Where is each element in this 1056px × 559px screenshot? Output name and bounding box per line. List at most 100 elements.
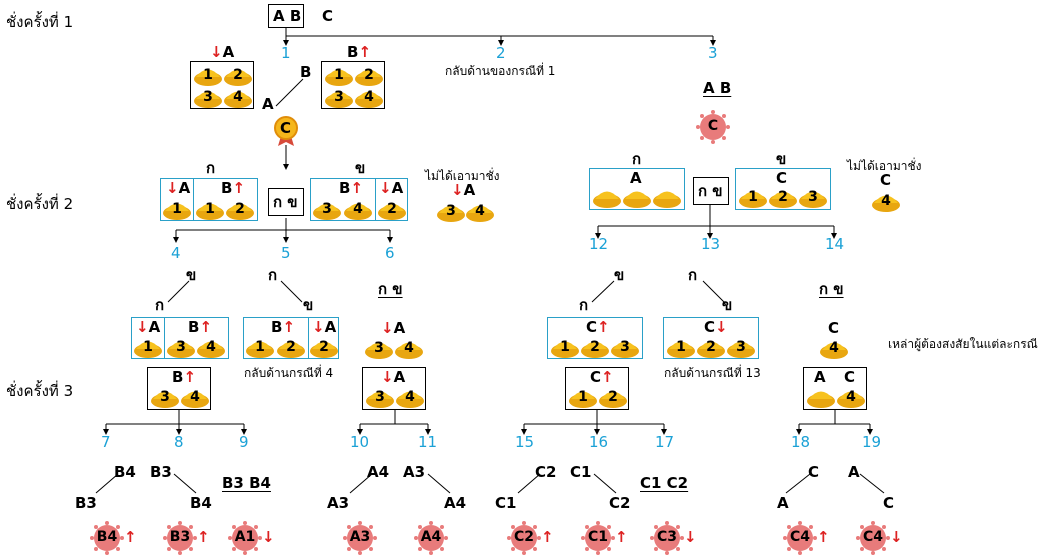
virus-icon: C1 [581,521,615,555]
virus-label: A1 [234,529,256,545]
coin: 3 [193,86,223,108]
case-num: 11 [418,433,438,451]
tilt-top: ข [186,266,197,284]
virus-icon: B3 [163,521,197,555]
top-pan-box: A B [268,4,304,28]
not-used-note: ไม่ได้เอามาชั่ง [425,169,500,183]
virus-label: C1 [587,529,608,545]
boxA-title: ↓A [210,43,235,61]
case-num: 7 [101,433,111,451]
virus-label: C3 [656,529,677,545]
coin: 3 [324,86,354,108]
c6-pan: ก ข [378,280,403,298]
coin: 1 [666,336,696,358]
group-k-label: ก [632,150,642,168]
virus-label: B3 [169,529,191,545]
case-num: 10 [350,433,370,451]
tilt-left: ก [155,296,165,314]
not-used-letter: ↓A [451,181,476,199]
group-kh-box: B↑ ↓A 3 4 2 [310,178,408,221]
coin: 4 [180,386,210,408]
tilt-right-label: B [300,63,312,81]
not-used-note: ไม่ได้เอามาชั่ง [847,159,922,173]
final-label: C2 [609,494,631,512]
case2-note: กลับด้านของกรณีที่ 1 [445,64,556,78]
case-num: 6 [385,244,395,262]
coin: 2 [377,198,407,220]
case-num: 9 [239,433,249,451]
coin: 1 [550,336,580,358]
virus-label: C4 [789,529,810,545]
coin: 4 [395,386,425,408]
coin: 2 [309,336,339,358]
coin: 4 [196,336,226,358]
virus-label: C4 [862,529,883,545]
stage-2-label: ชั่งครั้งที่ 2 [6,195,74,213]
coin: 3 [798,186,828,208]
virus-direction: ↑ [541,528,554,546]
c14-result-box: A C 4 [803,367,867,410]
coin: 3 [150,386,180,408]
case-num: 5 [281,244,291,262]
case-num: 2 [496,44,506,62]
coin: 2 [276,336,306,358]
group-kh-label: ข [776,150,787,168]
c4-result-box: B↑ 3 4 [147,367,211,410]
final-label: A3 [403,463,426,481]
virus-direction: ↑ [817,528,830,546]
tilt-top: ข [614,266,625,284]
coin: 1 [568,386,598,408]
top-aside: C [322,7,334,25]
case-num: 18 [791,433,811,451]
final-label: C1 [495,494,517,512]
virus-icon: C3 [650,521,684,555]
coin: 2 [696,336,726,358]
coin: 2 [225,198,255,220]
case-num: 15 [515,433,535,451]
coin: 3 [365,386,395,408]
case-num: 1 [281,44,291,62]
group-k-label: ก [206,159,216,177]
virus-direction: ↓ [684,528,697,546]
virus-direction: ↑ [124,528,137,546]
virus-icon: A1 [228,521,262,555]
final-label: B3 [75,494,97,512]
virus-icon: C4 [783,521,817,555]
coin: 3 [364,337,394,359]
c5-note: กลับด้านกรณีที่ 4 [244,366,334,380]
c6-result-box: ↓A 3 4 [362,367,426,410]
coin: 3 [312,198,342,220]
virus-icon: C4 [856,521,890,555]
coin: 2 [768,186,798,208]
virus-direction: ↑ [197,528,210,546]
final-label: B3 [150,463,172,481]
case-num: 8 [174,433,184,451]
coin: 1 [133,336,163,358]
group-kh-label: ข [355,159,366,177]
coin: 1 [162,198,192,220]
coin-box-a: 1 2 3 4 [190,61,254,109]
coin: 2 [598,386,628,408]
tilt-right: ข [303,296,314,314]
final-label: B3 B4 [222,474,271,492]
final-label: C1 [570,463,592,481]
w2-left-pan: ก ข [268,188,304,216]
c5-box: B↑ ↓A 1 2 2 [243,317,339,359]
coin: 4 [343,198,373,220]
tilt-left-label: A [262,95,274,113]
coin: 4 [836,386,866,408]
case-num: 13 [701,235,721,253]
c12-result-box: C↑ 1 2 [565,367,629,410]
coin: 3 [166,336,196,358]
c6-letter: ↓A [381,319,406,337]
final-label: C [883,494,895,512]
virus-label: B4 [96,529,118,545]
c14-letter: C [828,319,840,337]
medal-icon: C [272,116,300,146]
coin [592,186,622,208]
coin [652,186,682,208]
virus-icon: A3 [343,521,377,555]
tilt-left: ก [579,296,589,314]
coin: 4 [394,337,424,359]
w2-right-pan: ก ข [693,177,729,205]
